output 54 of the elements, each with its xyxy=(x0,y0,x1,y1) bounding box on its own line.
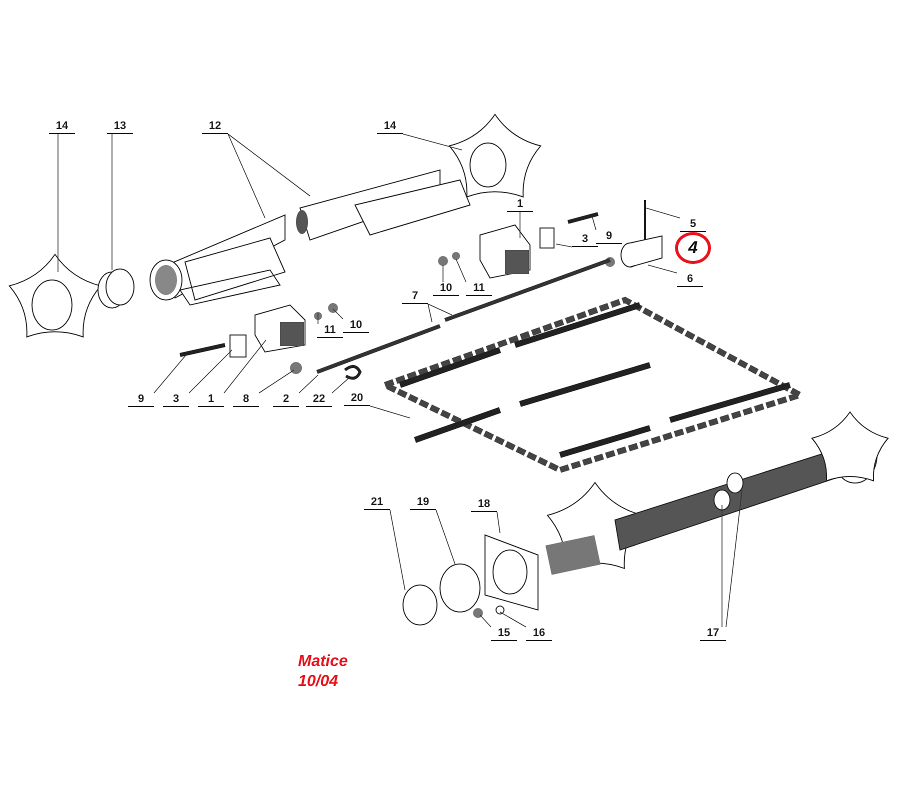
callout-number: 13 xyxy=(107,120,133,134)
leader-line xyxy=(442,264,444,282)
callout-number: 14 xyxy=(49,120,75,134)
callout-number: 10 xyxy=(343,319,369,333)
callout-number: 15 xyxy=(491,627,517,641)
leader-line xyxy=(154,354,186,394)
callout-number: 11 xyxy=(466,282,492,296)
leader-line xyxy=(480,614,492,628)
leader-line xyxy=(370,406,410,418)
leader-line xyxy=(436,510,456,564)
leader-line xyxy=(402,134,462,150)
leader-line xyxy=(332,376,350,394)
handwritten-note: Matice 10/04 xyxy=(298,652,349,692)
callout-number: 12 xyxy=(202,120,228,134)
leader-line xyxy=(228,134,266,218)
callout-number: 22 xyxy=(306,393,332,407)
callout-number: 3 xyxy=(163,393,189,407)
callout-number: 11 xyxy=(317,324,343,338)
leader-line xyxy=(258,370,294,394)
leader-line xyxy=(496,512,500,534)
callout-number: 19 xyxy=(410,496,436,510)
leader-line xyxy=(228,134,310,196)
leader-line xyxy=(726,490,742,628)
callout-number: 9 xyxy=(128,393,154,407)
leader-line xyxy=(592,216,596,230)
callout-number: 3 xyxy=(572,233,598,247)
callout-number: 20 xyxy=(344,392,370,406)
leader-line xyxy=(298,374,318,394)
leader-line xyxy=(332,308,344,320)
callout-number: 21 xyxy=(364,496,390,510)
leader-line xyxy=(224,340,266,394)
callout-number: 17 xyxy=(700,627,726,641)
callout-number: 2 xyxy=(273,393,299,407)
callout-number: 14 xyxy=(377,120,403,134)
leader-line xyxy=(648,264,678,274)
callout-number: 10 xyxy=(433,282,459,296)
callout-number: 1 xyxy=(198,393,224,407)
leader-line xyxy=(556,244,572,248)
leader-line xyxy=(428,304,452,316)
callout-number: 18 xyxy=(471,498,497,512)
leader-line xyxy=(188,350,232,394)
leader-line xyxy=(500,612,526,628)
leader-line xyxy=(428,304,432,322)
callout-number: 8 xyxy=(233,393,259,407)
callout-number: 16 xyxy=(526,627,552,641)
callout-number: 5 xyxy=(680,218,706,232)
callout-number: 7 xyxy=(402,290,428,304)
leader-line xyxy=(390,510,406,590)
leader-line xyxy=(646,208,680,218)
callout-number: 9 xyxy=(596,230,622,244)
circled-callout-number: 4 xyxy=(675,232,711,264)
leader-line xyxy=(456,258,466,282)
callout-number: 6 xyxy=(677,273,703,287)
callout-number: 1 xyxy=(507,198,533,212)
